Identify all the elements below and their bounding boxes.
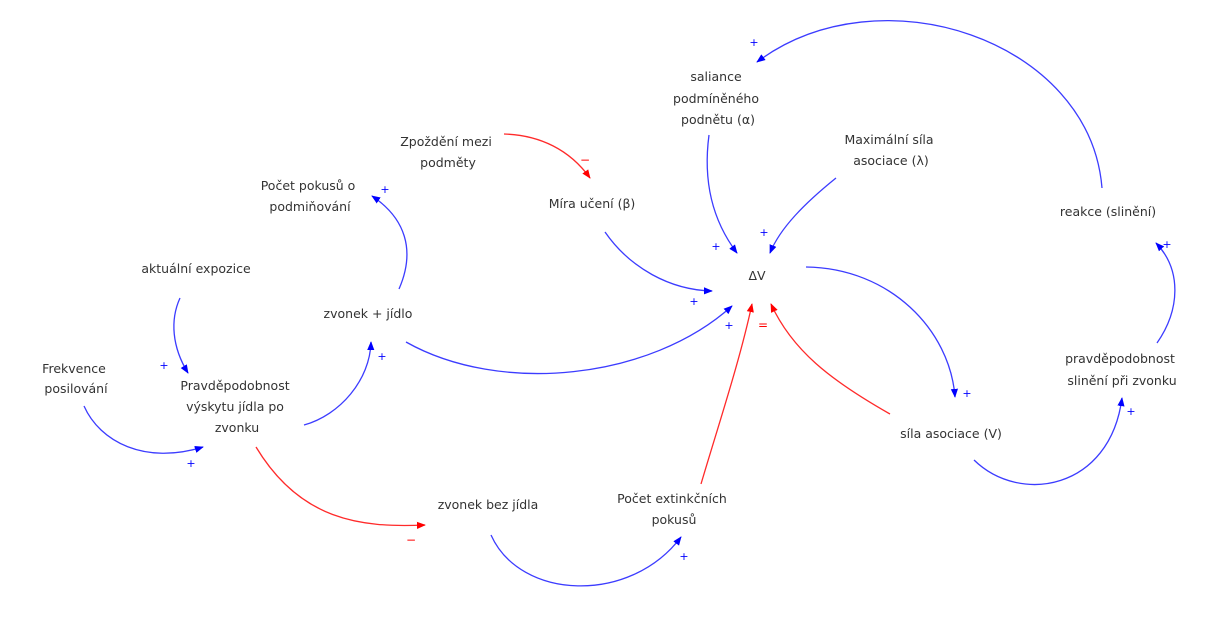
polarity-marks: + + + + + = + + + + − + + + − + [159, 36, 1171, 563]
node-frekvence[interactable]: Frekvence posilování [42, 361, 110, 396]
polarity-pravdsliny-reakce: + [1162, 238, 1171, 251]
nodes: saliance podmíněného podnětu (α) Maximál… [42, 69, 1179, 527]
node-maximalni-sila[interactable]: Maximální síla asociace (λ) [844, 132, 937, 168]
node-reakce[interactable]: reakce (slinění) [1060, 204, 1156, 219]
polarity-mira-dv: + [689, 295, 698, 308]
edge-sila-to-pravd-sliny [973, 397, 1125, 486]
polarity-zvonekjidlo-pocet: + [380, 183, 389, 196]
node-zvonek-bez-jidla[interactable]: zvonek bez jídla [438, 497, 539, 512]
polarity-reakce-saliance: + [749, 36, 758, 49]
polarity-saliance-dv: + [711, 240, 720, 253]
node-saliance[interactable]: saliance podmíněného podnětu (α) [673, 69, 763, 127]
node-pravdepodobnost-jidla[interactable]: Pravděpodobnost výskytu jídla po zvonku [180, 378, 293, 435]
node-extinkce[interactable]: Počet extinkčních pokusů [617, 491, 731, 527]
edge-zpozdeni-to-mira [503, 133, 591, 179]
edge-extinkce-to-delta-v [700, 303, 754, 485]
edges [83, 19, 1176, 587]
node-aktualni-expozice[interactable]: aktuální expozice [141, 261, 251, 276]
edge-frekvence-to-pravd-jidla [83, 405, 204, 454]
edge-saliance-to-delta-v [706, 134, 738, 254]
node-pravdepodobnost-sliny[interactable]: pravděpodobnost slinění při zvonku [1065, 351, 1179, 388]
polarity-dv-sila: + [962, 387, 971, 400]
node-sila-asociace[interactable]: síla asociace (V) [900, 426, 1002, 441]
node-mira-uceni[interactable]: Míra učení (β) [549, 196, 636, 211]
edge-sila-to-delta-v [770, 303, 891, 415]
polarity-zvonekbez-extinkce: + [679, 550, 688, 563]
polarity-maximalni-dv: + [759, 226, 768, 239]
polarity-zvonekjidlo-dv: + [724, 319, 733, 332]
node-zvonek-jidlo[interactable]: zvonek + jídlo [324, 306, 413, 321]
edge-delta-v-to-sila [805, 266, 958, 398]
node-delta-v[interactable]: ΔV [748, 268, 766, 283]
polarity-sila-pravdsliny: + [1126, 405, 1135, 418]
polarity-pravd-zvonekjidlo: + [377, 350, 386, 363]
polarity-zpozdeni-mira: − [580, 153, 590, 167]
polarity-frekvence-pravd: + [186, 457, 195, 470]
edge-zvonek-bez-to-extinkce [490, 534, 682, 587]
edge-mira-to-delta-v [604, 231, 713, 295]
node-zpozdeni[interactable]: Zpoždění mezi podměty [400, 134, 496, 170]
polarity-extinkce-dv: = [758, 318, 768, 332]
edge-maximalni-to-delta-v [769, 177, 837, 254]
node-pocet-pokusu[interactable]: Počet pokusů o podmiňování [261, 178, 360, 214]
edge-expozice-to-pravd-jidla [173, 297, 189, 374]
edge-zvonek-jidlo-to-pocet-pokusu [371, 195, 408, 290]
polarity-expozice-pravd: + [159, 359, 168, 372]
edge-reakce-to-saliance [756, 19, 1103, 189]
polarity-pravd-zvonekbez: − [406, 533, 416, 547]
edge-pravd-jidla-to-zvonek-jidlo [303, 341, 375, 426]
edge-zvonek-jidlo-to-delta-v [405, 305, 733, 375]
edge-pravd-sliny-to-reakce [1155, 242, 1176, 344]
edge-pravd-jidla-to-zvonek-bez [255, 446, 426, 529]
